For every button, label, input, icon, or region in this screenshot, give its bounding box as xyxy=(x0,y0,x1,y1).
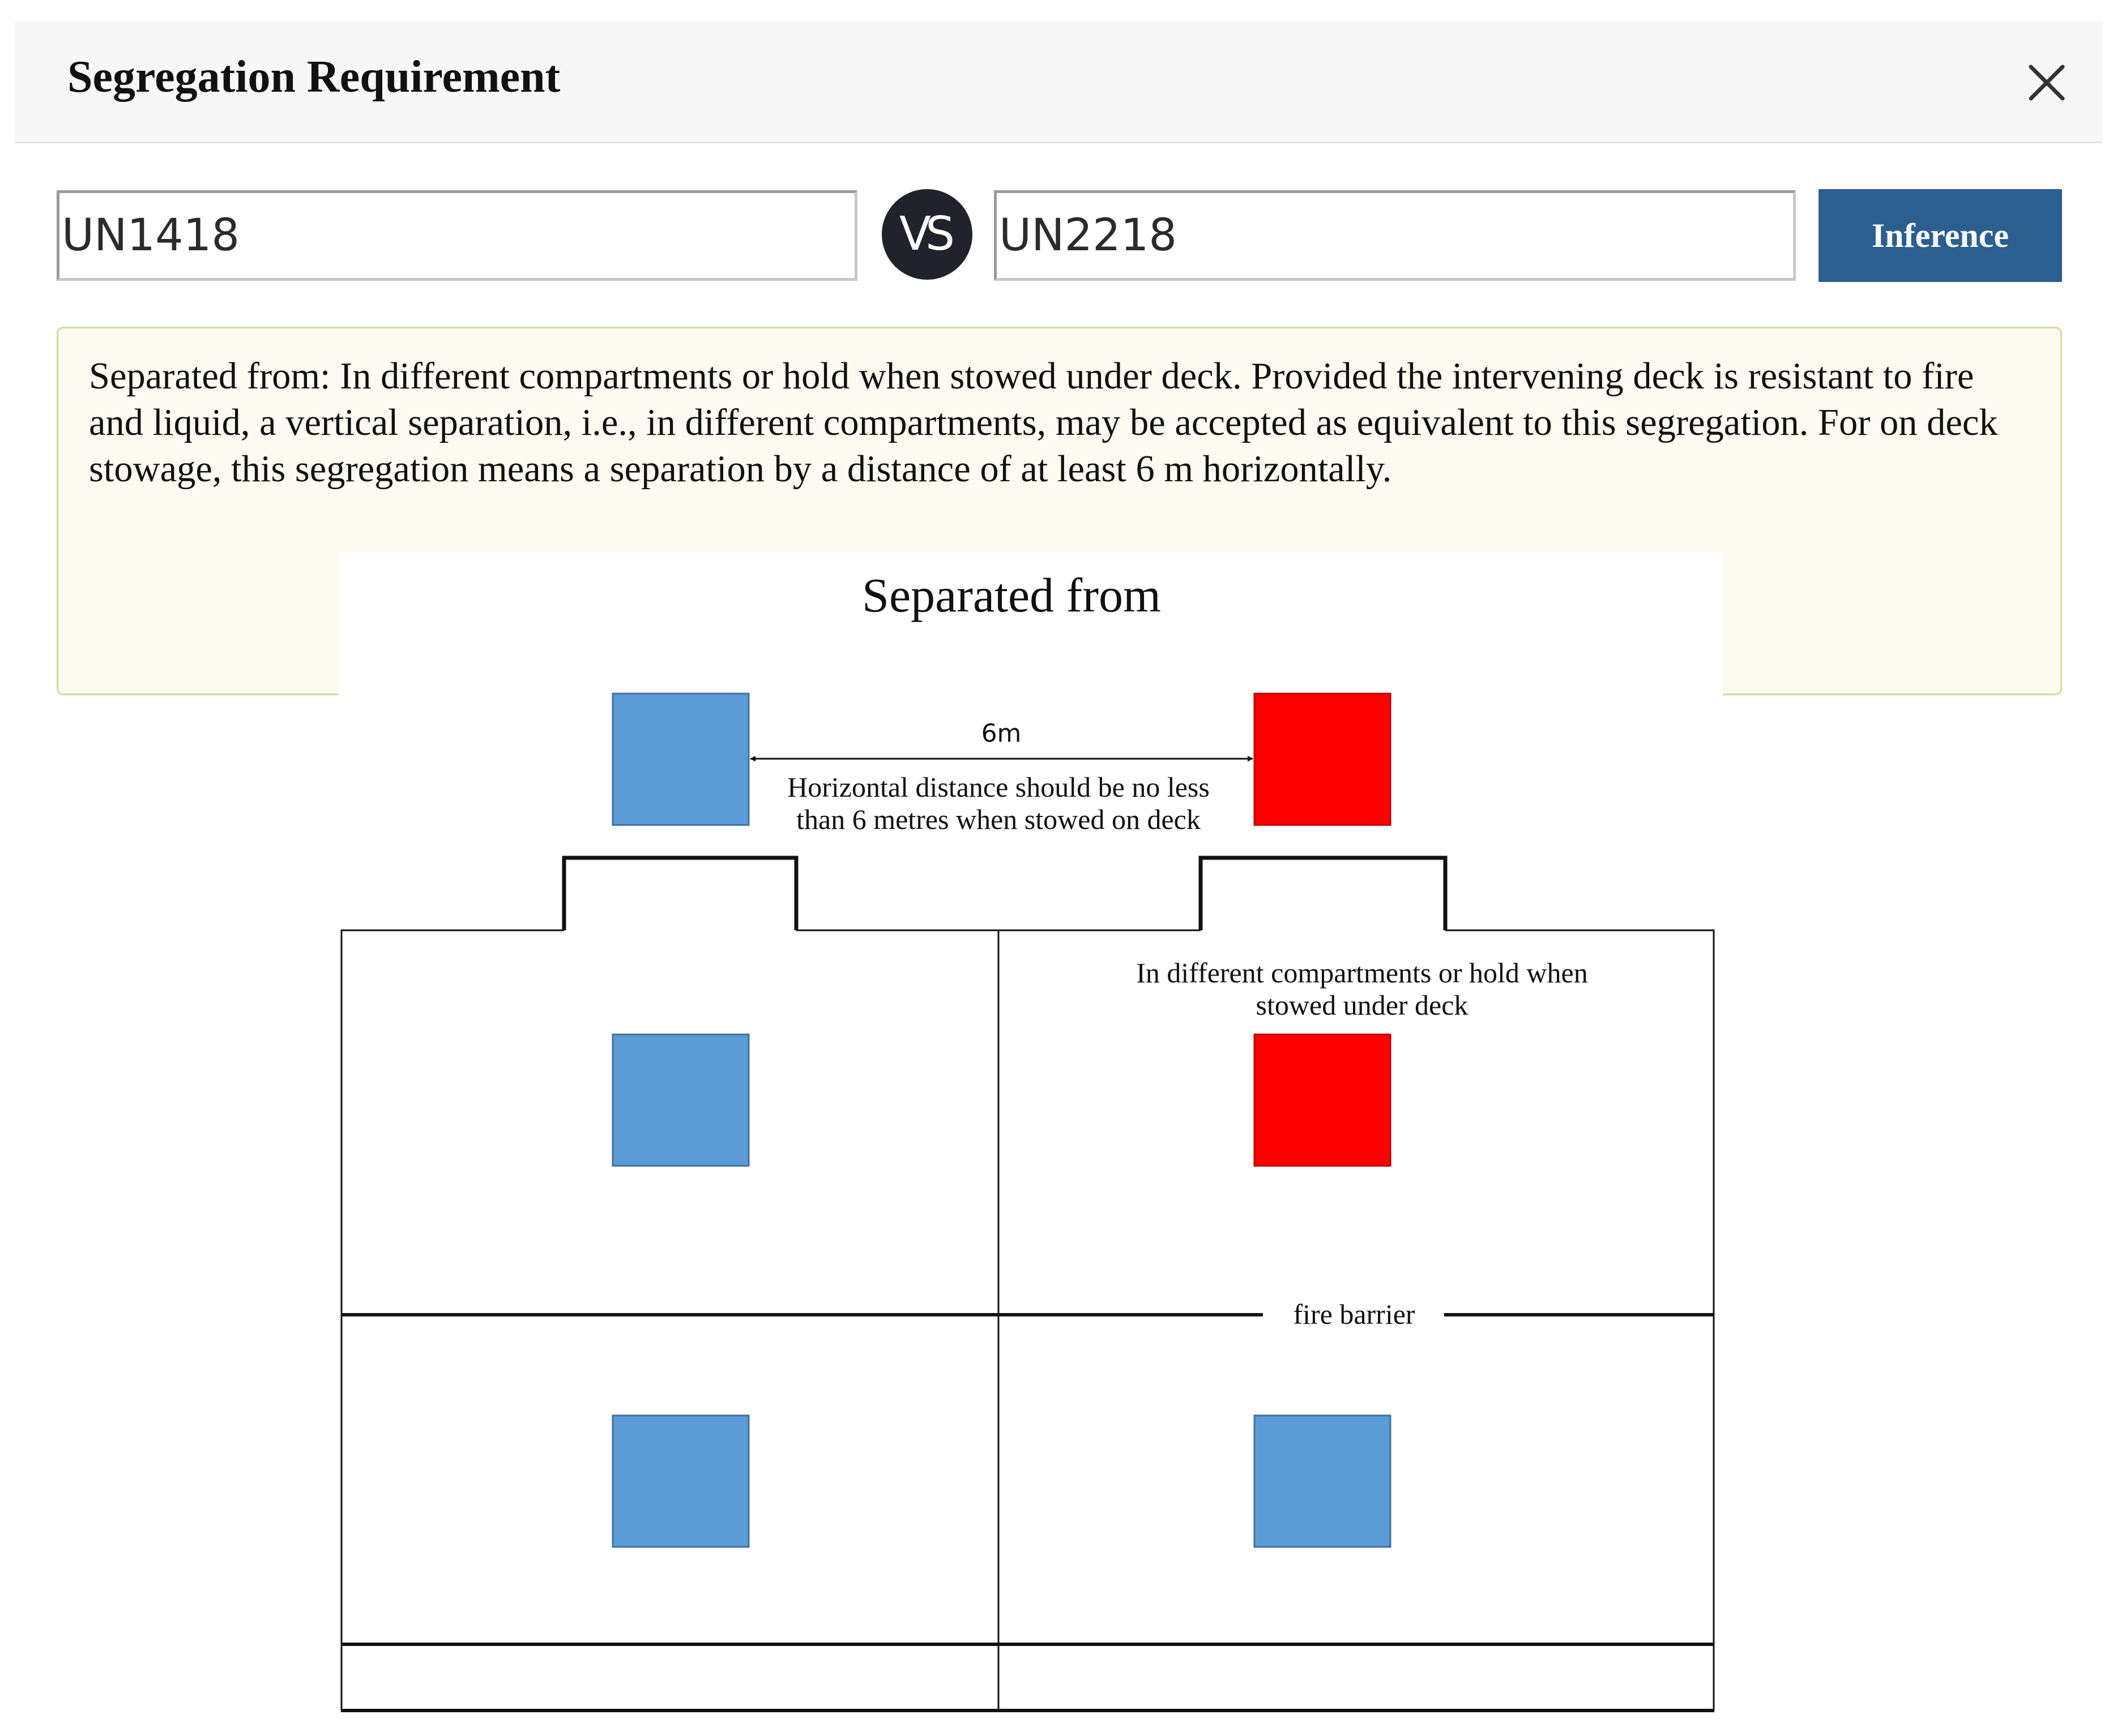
segregation-description: Separated from: In different compartment… xyxy=(89,356,1998,490)
hold-package-b-upper xyxy=(1253,1033,1391,1167)
deck-package-b xyxy=(1253,692,1391,826)
close-icon xyxy=(2029,65,2065,101)
hold-package-a-upper xyxy=(612,1033,750,1167)
dialog-title: Segregation Requirement xyxy=(67,52,561,102)
hatch-cover-left xyxy=(562,856,799,930)
segregation-diagram: Separated from 6m Horizontal distance sh… xyxy=(339,552,1723,1736)
deck-package-a xyxy=(612,692,750,826)
hatch-cover-right xyxy=(1198,856,1448,930)
distance-label: 6m xyxy=(981,719,1022,748)
deck-note-line-2: than 6 metres when stowed on deck xyxy=(796,803,1201,835)
vs-badge: VS xyxy=(882,189,972,280)
hold-note-line-1: In different compartments or hold when xyxy=(1136,957,1587,989)
inference-button[interactable]: Inference xyxy=(1819,189,2062,282)
result-panel: Separated from: In different compartment… xyxy=(57,327,2062,695)
deck-note-line-1: Horizontal distance should be no less xyxy=(787,771,1210,803)
close-button[interactable] xyxy=(2020,55,2074,110)
diagram-title: Separated from xyxy=(862,568,1161,622)
diagram-canvas: Separated from 6m Horizontal distance sh… xyxy=(340,568,1715,1712)
un-number-b-input[interactable] xyxy=(994,190,1796,281)
hold-package-b-lower xyxy=(1253,1414,1391,1548)
fire-barrier-label: fire barrier xyxy=(1293,1298,1415,1330)
hold-note-line-2: stowed under deck xyxy=(1256,989,1469,1021)
un-number-a-input[interactable] xyxy=(57,190,857,281)
dialog-header: Segregation Requirement xyxy=(15,22,2102,143)
hold-package-a-lower xyxy=(612,1414,750,1548)
